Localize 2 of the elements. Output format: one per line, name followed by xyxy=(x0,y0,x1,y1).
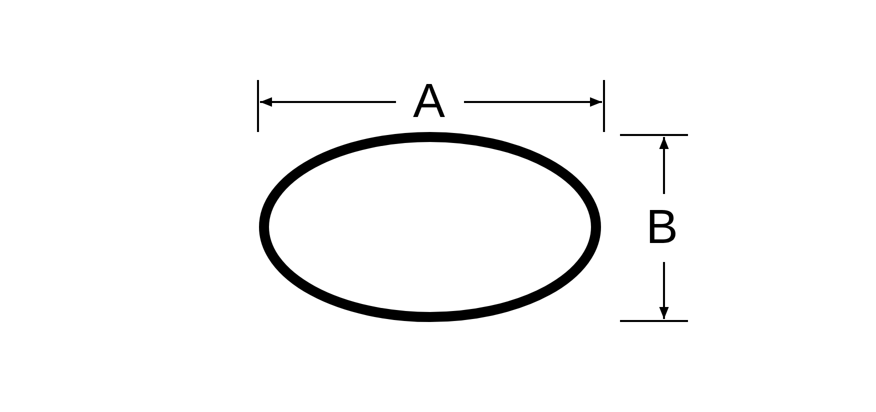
dimension-label: A xyxy=(413,78,446,126)
dimension-label: B xyxy=(646,204,678,252)
